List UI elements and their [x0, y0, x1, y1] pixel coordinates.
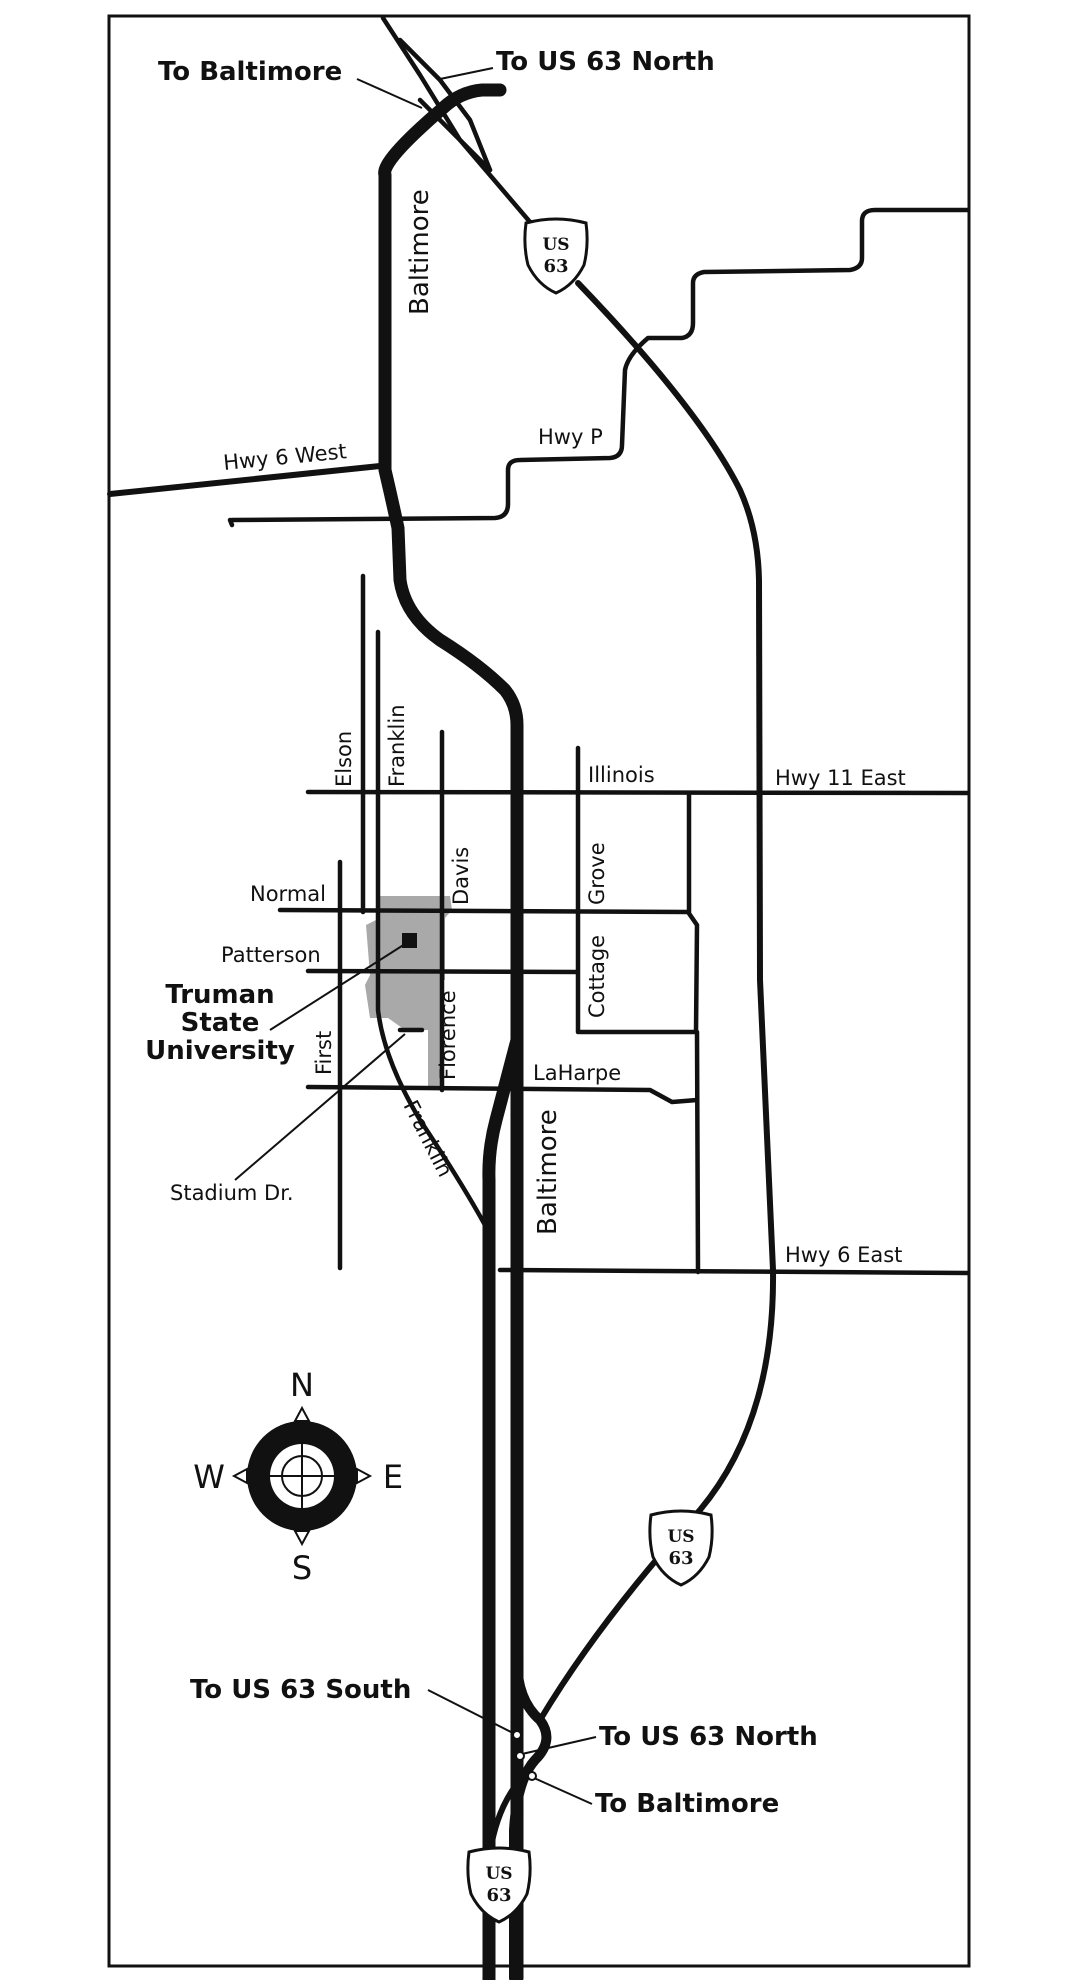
baltimore-south-label: Baltimore: [533, 1109, 563, 1235]
to-us63-south-leader: [427, 1689, 516, 1735]
franklin-street: [375, 629, 488, 1228]
to-baltimore-bottom-leader: [533, 1777, 593, 1805]
grove-label: Grove: [585, 842, 609, 905]
shield-top-label: US: [542, 235, 569, 255]
to-baltimore-bottom-marker: [527, 1771, 537, 1781]
baltimore-road: [378, 83, 524, 1980]
baltimore-north-label: Baltimore: [405, 189, 435, 315]
to-us63-north-top-label: To US 63 North: [496, 47, 715, 77]
shield-top-label: US: [485, 1864, 512, 1884]
compass-west-label: W: [193, 1458, 225, 1496]
compass-arrowheads: [231, 1405, 373, 1547]
top-interchange-ramp: [397, 37, 493, 173]
university-leader: [269, 943, 406, 1031]
stadium-drive-leader: [234, 1033, 406, 1181]
hwy11-east-label: Hwy 11 East: [775, 766, 906, 790]
to-us63-south-label: To US 63 South: [190, 1675, 411, 1705]
shield-number-label: 63: [486, 1885, 511, 1906]
first-label: First: [312, 1031, 336, 1075]
us63-shield-middle: US 63: [648, 1509, 714, 1587]
map-border: [107, 14, 971, 1968]
illinois-hwy11-road: [305, 789, 971, 796]
compass-north-label: N: [290, 1366, 314, 1404]
shield-number-label: 63: [668, 1548, 693, 1569]
us63-north-ramp: [380, 15, 533, 225]
compass-south-label: S: [292, 1549, 312, 1587]
compass-east-label: E: [383, 1458, 403, 1496]
to-baltimore-bottom-label: To Baltimore: [595, 1789, 779, 1819]
davis-label: Davis: [449, 847, 473, 905]
to-baltimore-top-leader: [356, 78, 423, 109]
laharpe-label: LaHarpe: [533, 1061, 621, 1085]
to-baltimore-top-label: To Baltimore: [158, 57, 342, 87]
compass-crosshair: [258, 1432, 346, 1520]
hwy6-west-road: [107, 463, 383, 497]
compass-rose: N S E W: [193, 1366, 403, 1587]
to-us63-north-bottom-label: To US 63 North: [599, 1722, 818, 1752]
elson-label: Elson: [332, 731, 356, 787]
illinois-label: Illinois: [588, 763, 655, 787]
hwy6-east-label: Hwy 6 East: [785, 1243, 902, 1267]
campus-area: [365, 896, 452, 1090]
east-connector-south: [694, 1029, 701, 1275]
to-us63-south-marker: [512, 1730, 522, 1740]
to-us63-north-top-leader: [439, 67, 494, 80]
cottage-label: Cottage: [585, 935, 609, 1018]
hwy-p-road: [227, 207, 971, 528]
franklin-north-label: Franklin: [385, 704, 409, 787]
to-us63-north-bottom-leader: [521, 1736, 597, 1755]
campus-building-marker: [402, 933, 417, 948]
baltimore-south-ramp: [509, 1655, 552, 1980]
normal-street: [277, 907, 700, 1035]
shield-top-label: US: [667, 1527, 694, 1547]
laharpe-street: [305, 1084, 700, 1105]
hwy-p-label: Hwy P: [538, 425, 603, 449]
to-us63-north-bottom-marker: [515, 1751, 525, 1761]
us63-shield-top: US 63: [523, 217, 589, 295]
stadium-drive-label: Stadium Dr.: [170, 1181, 294, 1205]
hwy6-east-road: [497, 1267, 971, 1276]
florence-label: Florence: [436, 990, 460, 1080]
patterson-label: Patterson: [221, 943, 321, 967]
top-interchange-ramp-2: [417, 97, 493, 173]
shield-number-label: 63: [543, 256, 568, 277]
truman-state-label: Truman State University: [145, 980, 295, 1066]
university-line-3: University: [145, 1036, 295, 1066]
us63-shield-bottom: US 63: [466, 1846, 532, 1924]
university-line-2: State: [181, 1008, 260, 1038]
us63-highway: [537, 280, 777, 1723]
university-line-1: Truman: [165, 980, 274, 1010]
normal-label: Normal: [250, 882, 326, 906]
